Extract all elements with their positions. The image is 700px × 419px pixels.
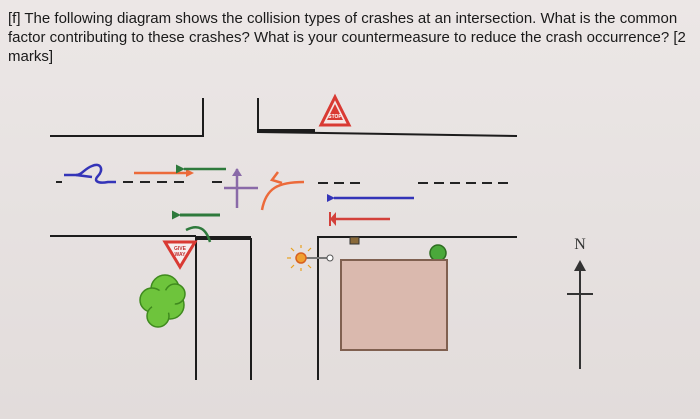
orange-turning-arrow (260, 180, 305, 211)
bush-icon (139, 274, 186, 328)
stop-sign-text: STOP (328, 114, 342, 120)
green-turn-path (185, 226, 212, 243)
north-label: N (574, 236, 586, 253)
blue-arrow-west-segment (75, 173, 93, 179)
road-edge-south-east (317, 236, 517, 380)
orange-turning-arrowhead (269, 171, 283, 185)
blue-swerve-path (64, 163, 116, 184)
give-way-text-2: WAY (175, 252, 187, 258)
building (340, 259, 448, 351)
road-edges (50, 98, 518, 380)
collision-marker-cross (224, 168, 258, 208)
center-dash-line (56, 181, 508, 184)
north-arrow-icon: N (567, 236, 593, 369)
red-arrowhead (330, 212, 336, 226)
traffic-light-icon (287, 245, 334, 271)
give-way-text-1: GIVE (174, 246, 187, 252)
tree-icon (429, 244, 447, 262)
question-text: [f] The following diagram shows the coll… (8, 10, 686, 65)
road-edge-north-west (50, 98, 204, 137)
stop-sign: STOP (318, 93, 352, 127)
give-way-sign: GIVE WAY (162, 240, 198, 270)
signal-box-icon (349, 236, 360, 245)
